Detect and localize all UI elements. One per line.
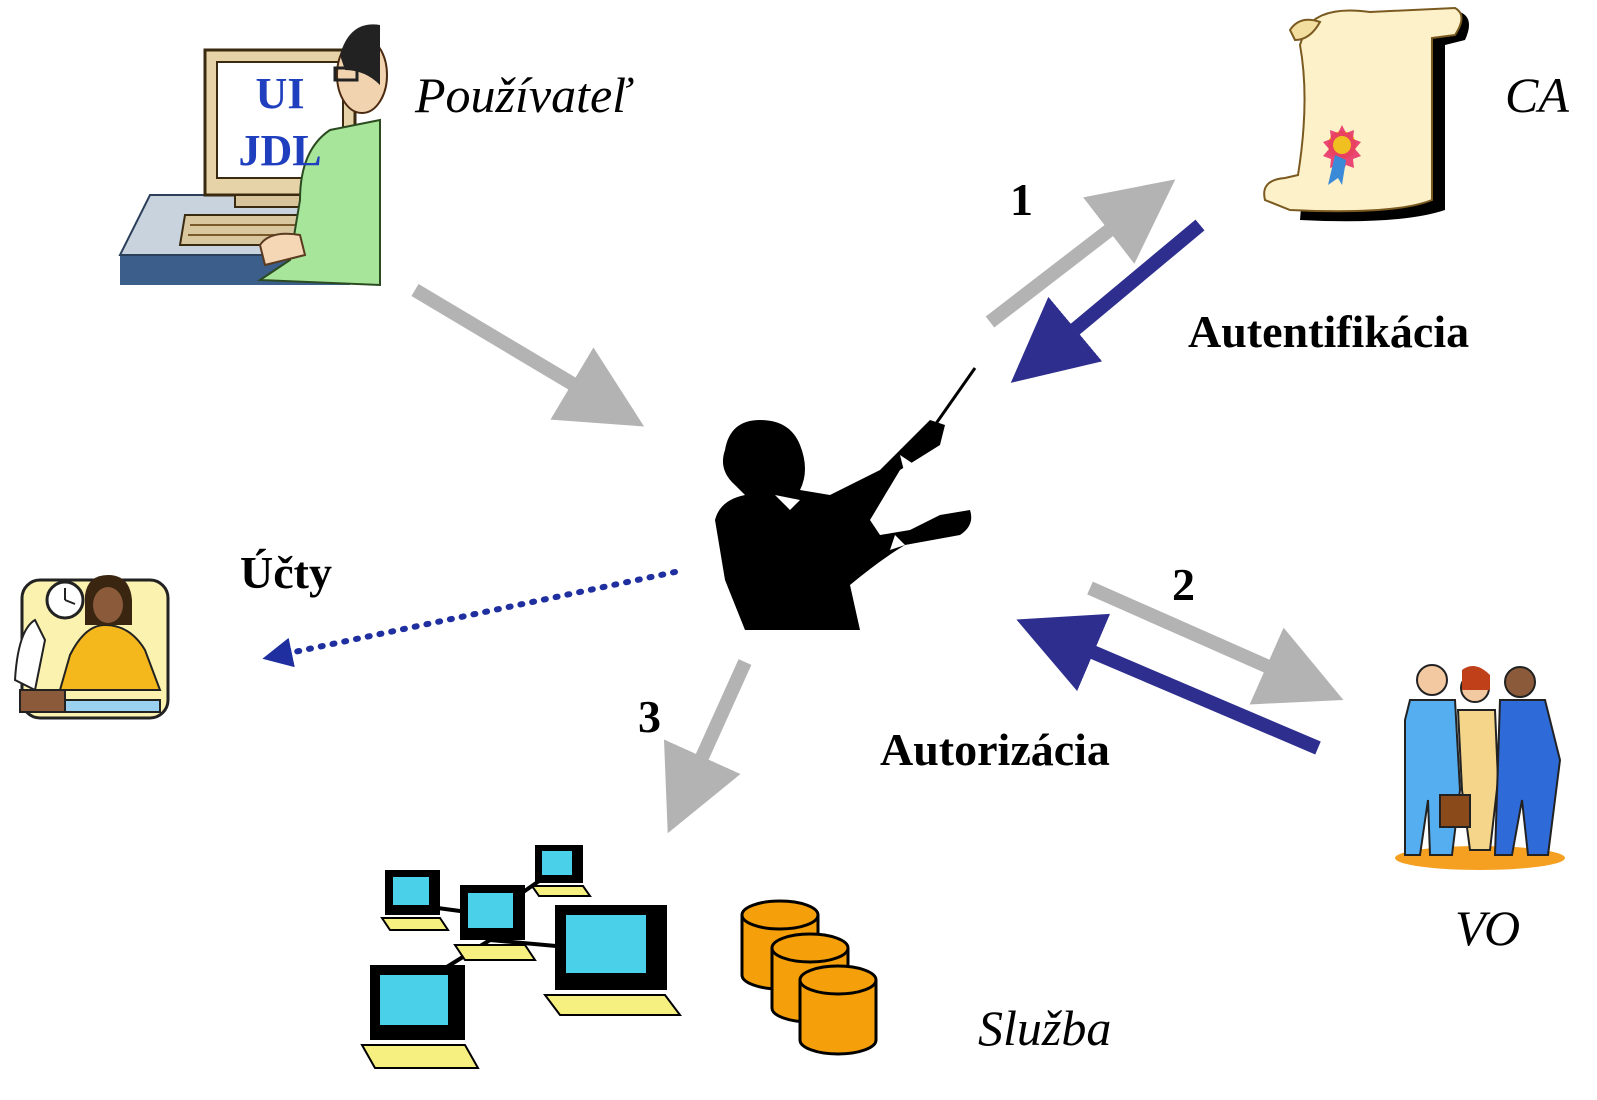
screen-text-line2: JDL <box>238 126 321 175</box>
broker-to-accounts-arrow <box>262 569 678 668</box>
broker-to-vo-arrow <box>1087 581 1344 705</box>
step-1-label: 1 <box>1010 174 1033 225</box>
conductor-icon <box>715 367 977 630</box>
computer-user-icon <box>118 24 388 287</box>
people-group-icon <box>1395 664 1565 870</box>
authentication-label: Autentifikácia <box>1188 306 1469 357</box>
accounts-label: Účty <box>240 547 332 598</box>
ca-label: CA <box>1505 67 1569 123</box>
vo-to-broker-arrow <box>1016 613 1321 755</box>
step-3-label: 3 <box>638 691 661 742</box>
screen-text-line1: UI <box>256 69 305 118</box>
user-label: Používateľ <box>414 67 634 123</box>
vo-label: VO <box>1455 900 1520 956</box>
broker-to-service-arrow <box>663 659 752 834</box>
ca-to-broker-arrow <box>1010 219 1205 383</box>
accountant-icon <box>13 575 170 720</box>
step-2-label: 2 <box>1172 559 1195 610</box>
database-icon <box>740 899 878 1056</box>
service-label: Služba <box>978 1000 1111 1056</box>
user-to-broker-arrow <box>411 283 645 427</box>
certificate-scroll-icon <box>1263 6 1469 222</box>
authorization-label: Autorizácia <box>880 724 1110 775</box>
computer-network-icon <box>360 845 682 1069</box>
